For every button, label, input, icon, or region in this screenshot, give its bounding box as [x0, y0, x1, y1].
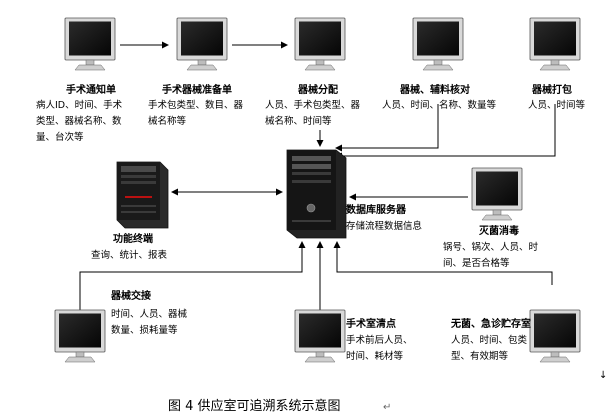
desc-line: 人员、时间、名称、数量等 [382, 99, 497, 111]
node-title-server: 数据库服务器 [346, 203, 407, 216]
node-title-dist: 器械分配 [297, 83, 338, 96]
node-title-sterile: 灭菌消毒 [478, 224, 519, 237]
desc-line: 人员、时间、包类 [451, 334, 528, 346]
node-desc-handover: 时间、人员、器械 数量、损耗量等 [111, 308, 188, 336]
node-desc-sterile: 锅号、锅次、人员、时 间、是否合格等 [443, 241, 539, 269]
monitor-icon-clean [294, 309, 346, 363]
desc-line: 手术前后人员、 [346, 334, 413, 346]
arrow-check-server [335, 104, 439, 152]
node-desc-notice: 病人ID、时间、手术 类型、器械名称、数 量、台次等 [36, 99, 123, 143]
monitor-icon-dist [294, 17, 346, 71]
desc-line: 型、有效期等 [451, 350, 509, 362]
desc-line: 病人ID、时间、手术 [36, 99, 123, 111]
monitor-icon-notice [64, 17, 116, 71]
node-desc-clean: 手术前后人员、 时间、耗材等 [346, 334, 413, 362]
node-title-prep: 手术器械准备单 [162, 83, 232, 96]
node-title-clean: 手术室清点 [346, 317, 396, 330]
monitor-icon-check [412, 17, 464, 71]
monitor-icon-pack [529, 17, 581, 71]
desc-line: 时间、耗材等 [346, 350, 404, 362]
arrow-storage-server [333, 241, 553, 285]
node-title-handover: 器械交接 [110, 289, 151, 302]
arrow-handover-server [79, 241, 306, 310]
desc-line: 手术包类型、数目、器 [148, 99, 244, 111]
desc-line: 存储流程数据信息 [346, 220, 422, 232]
desc-line: 间、是否合格等 [443, 257, 510, 269]
desc-line: 械名称、时间等 [265, 115, 332, 127]
node-title-terminal: 功能终端 [113, 232, 153, 245]
monitor-icon-storage [529, 309, 581, 363]
desc-line: 时间、人员、器械 [111, 308, 188, 320]
node-title-notice: 手术通知单 [66, 83, 116, 96]
caption-mark: ↵ [383, 402, 391, 413]
node-desc-server: 存储流程数据信息 [346, 220, 422, 232]
server-tower-icon [286, 149, 347, 239]
monitor-icon-handover [54, 309, 106, 363]
desc-line: 类型、器械名称、数 [36, 115, 122, 127]
node-desc-prep: 手术包类型、数目、器 械名称等 [148, 99, 244, 127]
node-title-storage: 无菌、急诊贮存室 [450, 317, 531, 330]
monitor-icon-sterile [471, 167, 523, 221]
desc-line: 人员、时间等 [528, 99, 586, 111]
corner-mark: ↓ [599, 370, 607, 381]
desc-line: 械名称等 [148, 115, 187, 127]
desc-line: 量、台次等 [36, 131, 84, 143]
node-desc-dist: 人员、手术包类型、器 械名称、时间等 [265, 99, 361, 127]
desc-line: 锅号、锅次、人员、时 [443, 241, 539, 253]
node-desc-storage: 人员、时间、包类 型、有效期等 [451, 334, 528, 362]
node-title-pack: 器械打包 [531, 83, 572, 96]
figure-caption: 图 4 供应室可追溯系统示意图 [168, 398, 341, 414]
connections [79, 41, 556, 310]
arrow-pack-server [335, 104, 556, 160]
terminal-tower-icon [116, 161, 169, 229]
desc-line: 查询、统计、报表 [91, 249, 168, 261]
desc-line: 人员、手术包类型、器 [265, 99, 361, 111]
node-desc-terminal: 查询、统计、报表 [91, 249, 168, 261]
node-desc-pack: 人员、时间等 [528, 99, 586, 111]
desc-line: 数量、损耗量等 [111, 324, 178, 336]
monitor-icon-prep [176, 17, 228, 71]
node-desc-check: 人员、时间、名称、数量等 [382, 99, 497, 111]
node-title-check: 器械、辅料核对 [399, 83, 470, 96]
